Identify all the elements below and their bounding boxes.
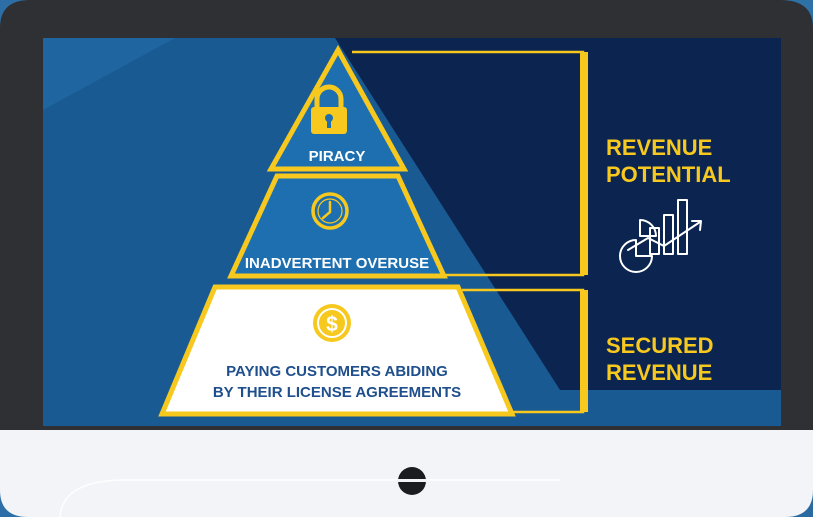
chin-highlight xyxy=(59,479,560,517)
secured-revenue-bracket-bar xyxy=(580,290,588,412)
dollar-coin-icon: $ xyxy=(313,304,351,342)
secured-revenue-label-line2: REVENUE xyxy=(606,360,712,385)
pyramid-tier-paying-label-line1: PAYING CUSTOMERS ABIDING xyxy=(226,363,448,380)
pyramid-tier-overuse-label: INADVERTENT OVERUSE xyxy=(245,255,429,272)
growth-chart-icon xyxy=(619,199,702,273)
revenue-potential-bracket-bar xyxy=(580,52,588,275)
pyramid-tier-paying-label-line2: BY THEIR LICENSE AGREEMENTS xyxy=(213,384,461,401)
screen-corner-panel xyxy=(43,38,175,110)
power-button-line xyxy=(397,479,427,482)
clock-icon xyxy=(311,192,349,230)
revenue-potential-label-line2: POTENTIAL xyxy=(606,162,731,187)
pyramid-tier-paying-customers xyxy=(158,284,516,417)
secured-revenue-label-line1: SECURED xyxy=(606,333,714,358)
padlock-icon xyxy=(311,84,347,134)
pyramid-tier-piracy-label: PIRACY xyxy=(309,148,366,165)
revenue-potential-label-line1: REVENUE xyxy=(606,135,712,160)
svg-text:$: $ xyxy=(326,313,338,336)
